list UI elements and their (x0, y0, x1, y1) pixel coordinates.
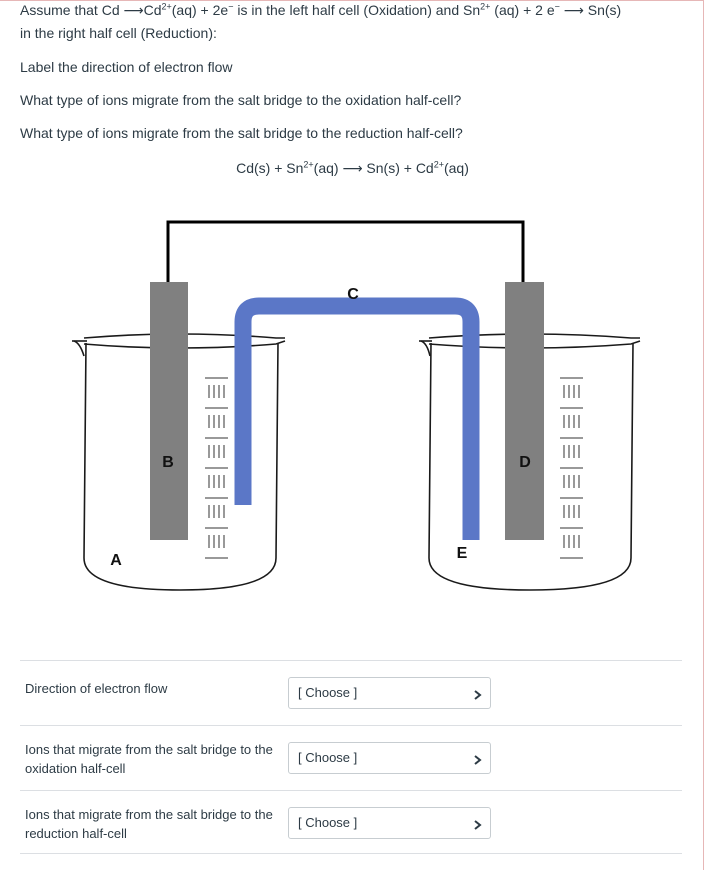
external-wire (166, 220, 525, 282)
bottom-divider (20, 853, 682, 854)
reaction-arrow-icon: ⟶ (123, 2, 144, 18)
oxidation-ions-select[interactable]: [ Choose ] (288, 742, 491, 774)
galvanic-cell-diagram: A B C D E (72, 220, 641, 591)
label-instruction: Label the direction of electron flow (20, 59, 233, 75)
left-beaker-graduations (205, 377, 228, 559)
label-b: B (162, 454, 174, 471)
right-electrode (505, 282, 544, 540)
label-a: A (110, 552, 122, 569)
reduction-question: What type of ions migrate from the salt … (20, 125, 463, 141)
answer-row-label: Direction of electron flow (25, 681, 168, 696)
label-c: C (347, 286, 359, 303)
select-value: [ Choose ] (298, 750, 358, 765)
answer-row-label: Ions that migrate from the salt bridge t… (25, 742, 273, 776)
oxidation-question: What type of ions migrate from the salt … (20, 92, 462, 108)
label-e: E (457, 545, 468, 562)
answer-row-label: Ions that migrate from the salt bridge t… (25, 807, 273, 841)
salt-bridge (234, 297, 480, 540)
chevron-down-icon (472, 684, 484, 707)
right-beaker-graduations (560, 377, 583, 559)
select-value: [ Choose ] (298, 685, 358, 700)
answer-row-reduction-ions: Ions that migrate from the salt bridge t… (20, 790, 682, 854)
question-line-1: Assume that Cd ⟶Cd2+(aq) + 2e− is in the… (20, 1, 622, 18)
reaction-arrow-icon: ⟶ (559, 2, 584, 18)
left-electrode (150, 282, 188, 540)
question-line-2: in the right half cell (Reduction): (20, 25, 217, 41)
select-value: [ Choose ] (298, 815, 358, 830)
chevron-down-icon (472, 814, 484, 837)
reduction-ions-select[interactable]: [ Choose ] (288, 807, 491, 839)
overall-equation: Cd(s) + Sn2+(aq) ⟶ Sn(s) + Cd2+(aq) (236, 159, 469, 176)
answer-row-oxidation-ions: Ions that migrate from the salt bridge t… (20, 725, 682, 790)
label-d: D (519, 454, 531, 471)
electron-flow-select[interactable]: [ Choose ] (288, 677, 491, 709)
answer-row-electron-flow: Direction of electron flow [ Choose ] (20, 660, 682, 725)
chevron-down-icon (472, 749, 484, 772)
